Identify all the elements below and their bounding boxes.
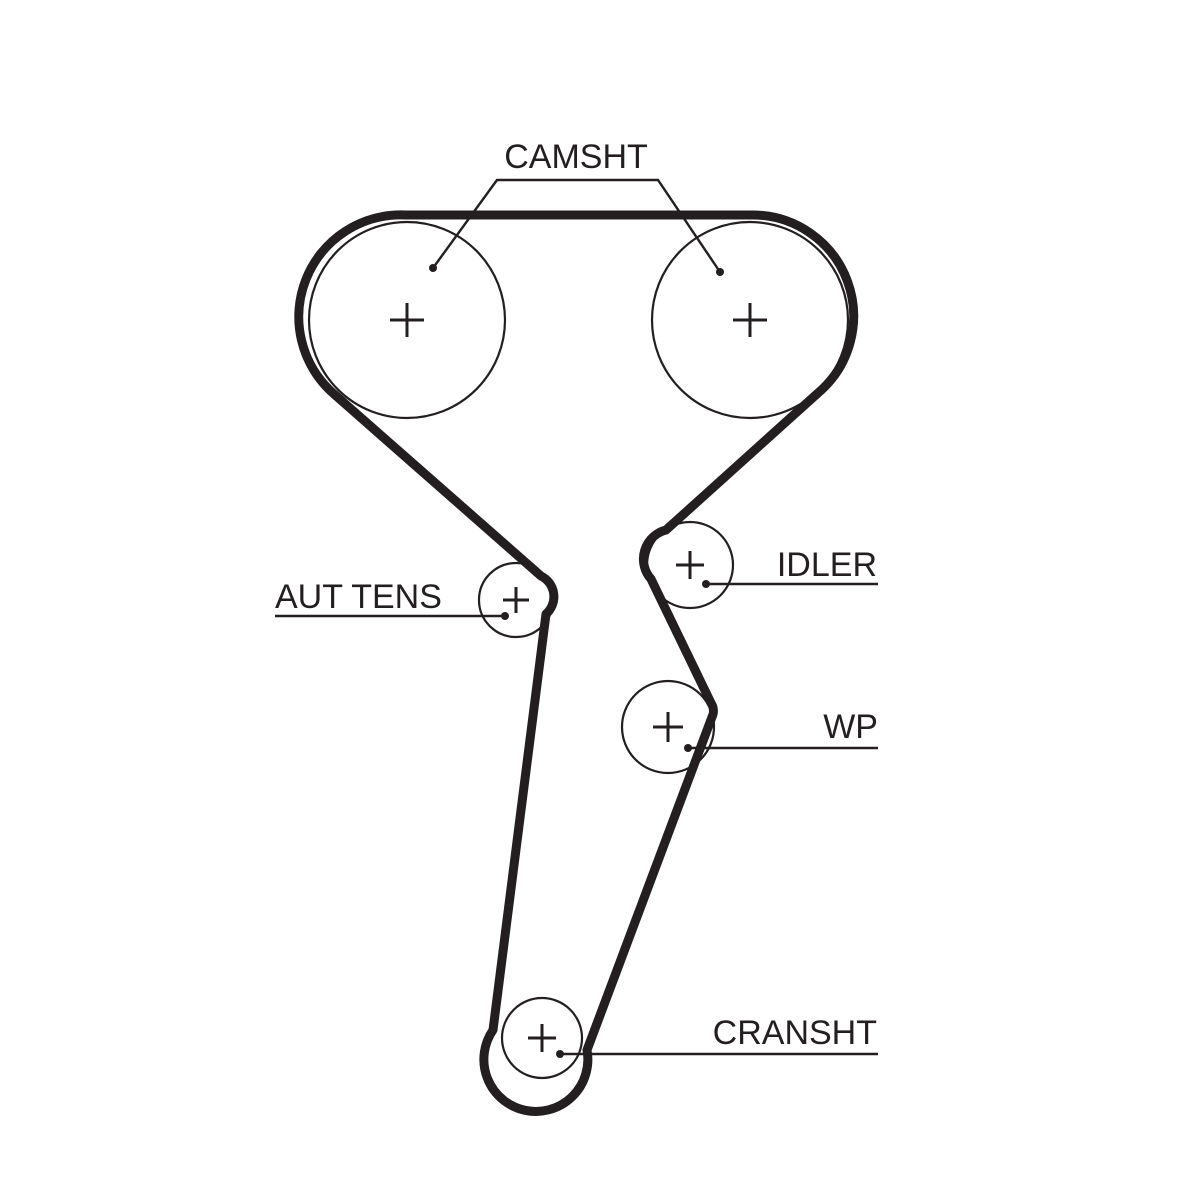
water-pump-label: WP: [823, 708, 878, 746]
crankshaft-marker: [556, 1050, 564, 1058]
crankshaft-pulley: [500, 996, 584, 1080]
idler-label: IDLER: [777, 546, 877, 584]
camshaft-label: CAMSHT: [504, 138, 648, 176]
water-pump-pulley: [620, 679, 716, 775]
camshaft-left-pulley: [307, 220, 507, 420]
camshaft-leader-line: [432, 178, 721, 273]
camshaft-left-marker: [429, 264, 437, 272]
idler-pulley: [645, 520, 735, 610]
crankshaft-label: CRANSHT: [713, 1014, 877, 1052]
idler-marker: [702, 580, 710, 588]
auto-tensioner-marker: [501, 612, 509, 620]
auto-tensioner-pulley: [477, 561, 555, 639]
camshaft-right-marker: [716, 268, 724, 276]
timing-belt: [294, 210, 859, 1116]
auto-tensioner-label: AUT TENS: [275, 578, 442, 616]
camshaft-right-pulley: [650, 220, 850, 420]
water-pump-marker: [684, 744, 692, 752]
